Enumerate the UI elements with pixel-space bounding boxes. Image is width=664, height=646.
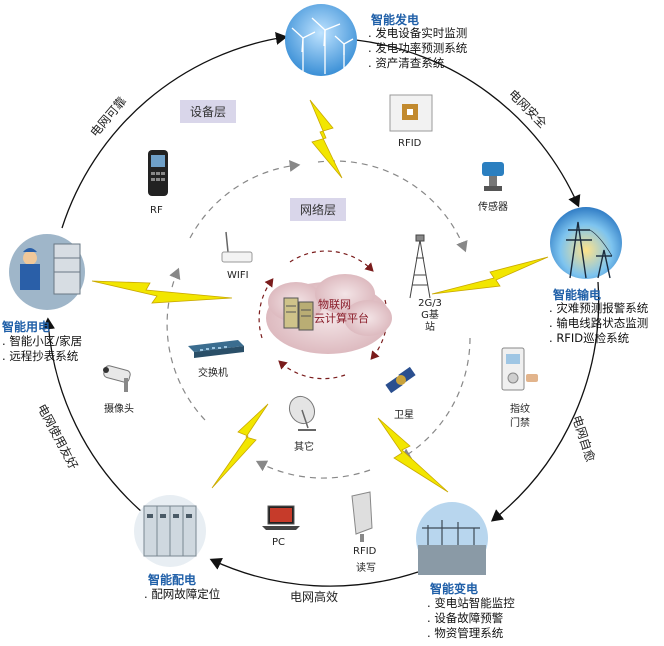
list-item: . 灾难预测报警系统	[549, 301, 649, 315]
list-item: . 发电功率预测系统	[368, 41, 468, 55]
device-label-wifi: WIFI	[227, 270, 249, 281]
substation-title: 智能变电	[430, 582, 479, 596]
list-item: . 发电设备实时监测	[368, 26, 468, 40]
lightning-bolts	[91, 99, 549, 493]
device-label-rfid: RFID	[398, 138, 422, 149]
consumption-items: . 智能小区/家居 . 远程抄表系统	[2, 334, 82, 364]
node-substation-photo	[416, 502, 488, 575]
bolt-right-icon	[431, 256, 549, 295]
device-label-other: 其它	[294, 442, 314, 453]
distribution-items: . 配网故障定位	[144, 587, 220, 602]
list-item: . 物资管理系统	[427, 626, 504, 640]
list-item: . 设备故障预警	[427, 611, 504, 625]
node-consumption-photo	[9, 234, 85, 310]
switch-icon	[188, 340, 244, 358]
list-item: . 远程抄表系统	[2, 349, 79, 363]
device-label-fingerprint-2: 门禁	[510, 418, 530, 429]
satellite-icon	[385, 366, 416, 394]
cloud-cycle-arrows	[258, 250, 388, 380]
device-label-camera: 摄像头	[104, 404, 134, 415]
substation-items: . 变电站智能监控 . 设备故障预警 . 物资管理系统	[427, 596, 515, 641]
device-label-rfid-rw-2: 读写	[356, 563, 376, 574]
bolt-left-icon	[91, 280, 233, 304]
center-label-line2: 云计算平台	[314, 312, 369, 325]
satellite-dish-icon	[288, 395, 316, 431]
fingerprint-access-icon	[501, 347, 538, 391]
node-distribution-photo	[134, 495, 206, 567]
bolt-top-icon	[309, 99, 343, 179]
center-label-line1: 物联网	[318, 298, 351, 311]
device-layer-label: 设备层	[180, 100, 237, 123]
arc-distribution-to-consumption	[42, 317, 143, 513]
transmission-items: . 灾难预测报警系统 . 输电线路状态监测 . RFID巡检系统	[549, 301, 648, 346]
device-label-pc: PC	[272, 537, 286, 548]
list-item: . RFID巡检系统	[549, 331, 630, 345]
consumption-title: 智能用电	[2, 320, 51, 334]
rfid-reader-icon	[351, 491, 373, 542]
list-item: . 变电站智能监控	[427, 596, 515, 610]
device-label-switch: 交换机	[198, 368, 228, 379]
device-label-satellite: 卫星	[394, 410, 414, 421]
network-layer-label: 网络层	[290, 198, 347, 221]
device-label-base-station: 2G/3G基站	[418, 298, 442, 333]
arc-transmission-to-substation	[490, 281, 600, 522]
device-label-rfid-rw-1: RFID	[353, 546, 377, 557]
laptop-icon	[262, 505, 300, 530]
node-generation-photo	[285, 4, 357, 76]
wifi-router-icon	[221, 231, 253, 263]
list-item: . 配网故障定位	[144, 587, 221, 601]
list-item: . 输电线路状态监测	[549, 316, 649, 330]
list-item: . 智能小区/家居	[2, 334, 83, 348]
node-transmission-photo	[550, 207, 622, 279]
bolt-bottom-left-icon	[211, 403, 269, 489]
distribution-title: 智能配电	[148, 573, 197, 587]
cloud-platform	[266, 274, 392, 354]
device-label-sensor: 传感器	[478, 202, 508, 213]
sensor-icon	[482, 162, 504, 191]
device-label-fingerprint-1: 指纹	[510, 404, 530, 415]
arc-label-efficient: 电网高效	[290, 590, 339, 604]
rfid-tag-icon	[389, 94, 433, 132]
bolt-bottom-right-icon	[377, 417, 449, 493]
base-station-icon	[409, 234, 431, 299]
list-item: . 资产清查系统	[368, 56, 445, 70]
rf-handheld-icon	[148, 150, 168, 196]
transmission-title: 智能输电	[553, 288, 602, 302]
outer-cycle-arrows	[42, 32, 600, 587]
arc-substation-to-distribution	[209, 557, 419, 587]
generation-items: . 发电设备实时监测 . 发电功率预测系统 . 资产清查系统	[368, 26, 467, 71]
server-icon	[283, 297, 299, 329]
arc-consumption-to-generation	[61, 32, 288, 229]
device-label-rf: RF	[150, 205, 163, 216]
generation-title: 智能发电	[371, 13, 420, 27]
arc-generation-to-transmission	[355, 39, 581, 208]
network-dashed-ring	[166, 159, 471, 479]
camera-icon	[103, 365, 131, 392]
